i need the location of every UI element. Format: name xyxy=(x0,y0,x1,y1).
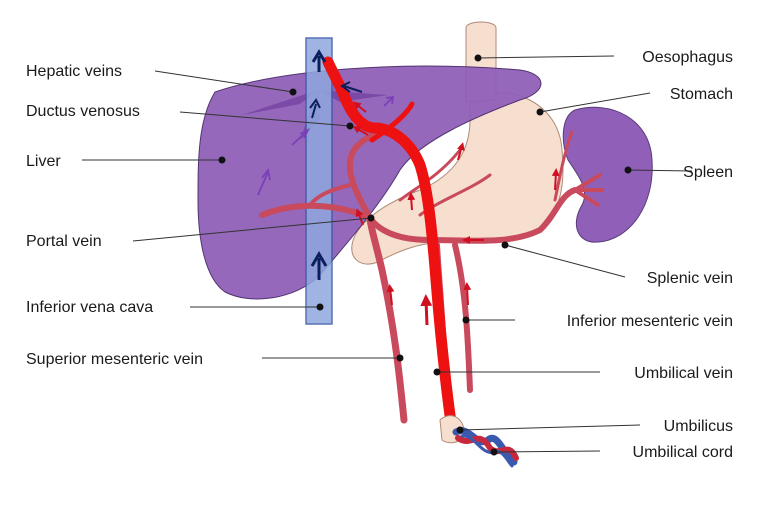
label-umbilical-cord: Umbilical cord xyxy=(633,444,733,461)
label-umbilicus: Umbilicus xyxy=(664,418,733,435)
liver-flow-arrows xyxy=(257,95,395,196)
liver-shape xyxy=(197,65,542,300)
spleen-shape xyxy=(562,106,653,243)
label-umbilical-vein: Umbilical vein xyxy=(634,365,733,382)
leader-lines xyxy=(82,55,693,453)
label-spleen: Spleen xyxy=(683,164,733,181)
label-hepatic-veins: Hepatic veins xyxy=(26,63,122,80)
labels: Hepatic veins Ductus venosus Liver Porta… xyxy=(26,49,733,461)
label-stomach: Stomach xyxy=(670,86,733,103)
ivc-flow-arrows xyxy=(309,49,363,280)
label-inferior-vena-cava: Inferior vena cava xyxy=(26,299,153,316)
portal-flow-arrows xyxy=(352,101,560,326)
umbilical-cord-shape xyxy=(452,427,519,468)
label-portal-vein: Portal vein xyxy=(26,233,102,250)
label-liver: Liver xyxy=(26,153,61,170)
label-oesophagus: Oesophagus xyxy=(642,49,733,66)
inferior-vena-cava-shape xyxy=(305,37,333,325)
stomach-shape xyxy=(351,91,564,265)
umbilical-vein-shape xyxy=(322,56,458,436)
label-splenic-vein: Splenic vein xyxy=(647,270,733,287)
label-superior-mesenteric-vein: Superior mesenteric vein xyxy=(26,351,203,368)
label-inferior-mesenteric-vein: Inferior mesenteric vein xyxy=(567,313,733,330)
label-ductus-venosus: Ductus venosus xyxy=(26,103,140,120)
pointer-dots xyxy=(218,54,632,456)
stomach-organ xyxy=(351,91,564,265)
